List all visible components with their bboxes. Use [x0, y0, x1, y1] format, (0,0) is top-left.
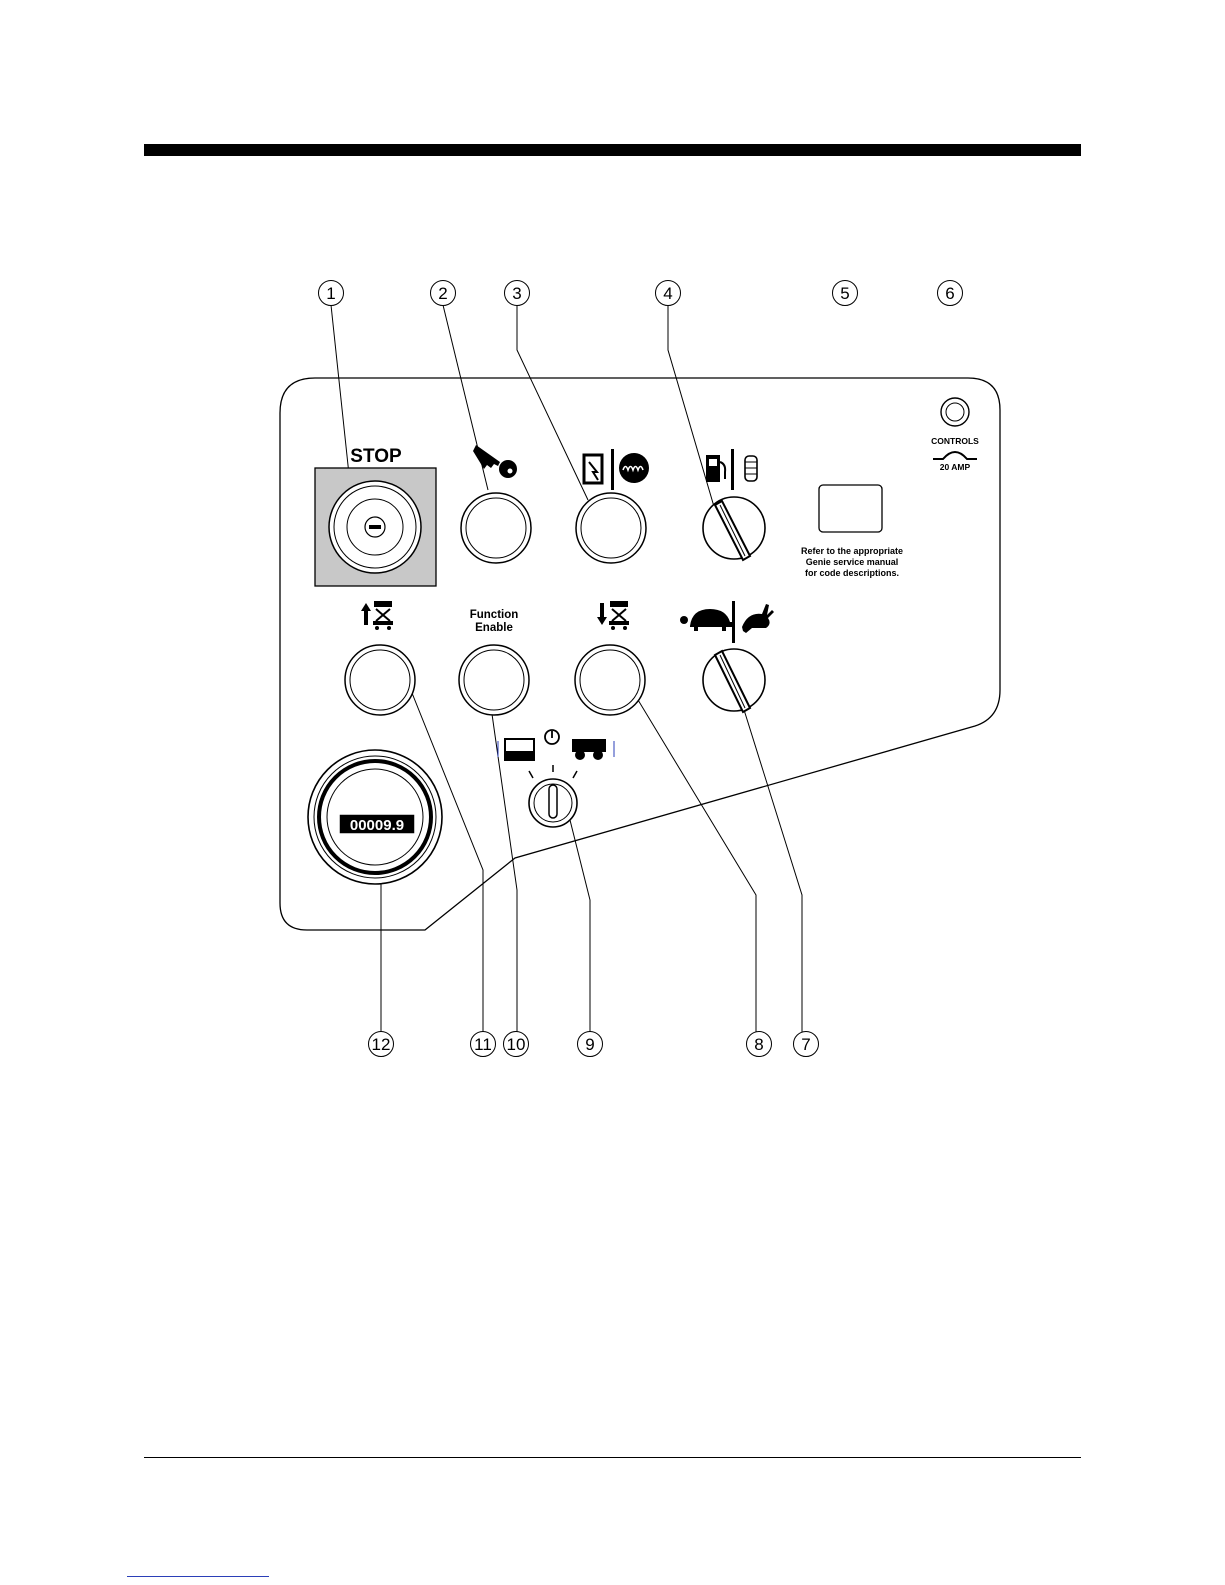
fault-note-line3: for code descriptions.: [805, 568, 899, 578]
turtle-icon: [680, 609, 734, 631]
platform-down-icon: [597, 601, 629, 630]
platform-up-icon: [361, 601, 393, 630]
breaker-label-top: CONTROLS: [931, 436, 979, 446]
svg-text:6: 6: [945, 284, 954, 303]
svg-text:11: 11: [474, 1035, 492, 1054]
fault-note-line2: Genie service manual: [806, 557, 899, 567]
fuel-pump-icon: [706, 455, 725, 482]
glow-plug-icon: [584, 449, 649, 490]
callout-2: 2: [431, 281, 456, 306]
callout-8: 8: [747, 1032, 772, 1057]
function-enable-line2: Enable: [475, 622, 513, 634]
function-enable-button[interactable]: Function Enable: [459, 609, 529, 715]
svg-text:10: 10: [507, 1035, 526, 1054]
callout-6: 6: [938, 281, 963, 306]
svg-text:7: 7: [801, 1035, 810, 1054]
lpg-tank-icon: [745, 456, 757, 481]
platform-down-button[interactable]: [575, 601, 645, 715]
emergency-stop-button[interactable]: STOP: [315, 446, 436, 586]
svg-text:5: 5: [840, 284, 849, 303]
svg-text:2: 2: [438, 284, 447, 303]
svg-text:3: 3: [512, 284, 521, 303]
svg-text:9: 9: [585, 1035, 594, 1054]
lift-mode-icon: [505, 739, 534, 760]
lift-drive-select-key-switch[interactable]: [498, 730, 614, 827]
callout-9: 9: [578, 1032, 603, 1057]
diagnostic-display: Refer to the appropriate Genie service m…: [801, 485, 903, 578]
power-off-icon: [545, 730, 559, 744]
rabbit-icon: [742, 604, 774, 633]
controls-circuit-breaker[interactable]: CONTROLS 20 AMP: [931, 398, 979, 472]
drive-mode-icon: [572, 739, 606, 760]
callout-4: 4: [656, 281, 681, 306]
svg-text:8: 8: [754, 1035, 763, 1054]
breaker-label-bottom: 20 AMP: [940, 462, 971, 472]
fuel-select-switch[interactable]: [703, 449, 765, 560]
stop-label: STOP: [350, 446, 402, 467]
callout-7: 7: [794, 1032, 819, 1057]
platform-up-button[interactable]: [345, 601, 415, 715]
callout-1: 1: [319, 281, 344, 306]
hour-meter: 00009.9: [308, 750, 442, 884]
svg-text:12: 12: [372, 1035, 391, 1054]
function-enable-line1: Function: [470, 609, 519, 621]
key-icon: [473, 445, 517, 478]
fault-note-line1: Refer to the appropriate: [801, 546, 903, 556]
callout-10: 10: [504, 1032, 529, 1057]
svg-text:1: 1: [326, 284, 335, 303]
engine-idle-select-switch[interactable]: [680, 601, 774, 712]
start-button[interactable]: [461, 445, 531, 563]
callout-3: 3: [505, 281, 530, 306]
svg-text:4: 4: [663, 284, 672, 303]
callout-11: 11: [471, 1032, 496, 1057]
glow-plug-button[interactable]: [576, 449, 649, 563]
callout-12: 12: [369, 1032, 394, 1057]
hour-meter-reading: 00009.9: [350, 817, 404, 834]
callout-5: 5: [833, 281, 858, 306]
